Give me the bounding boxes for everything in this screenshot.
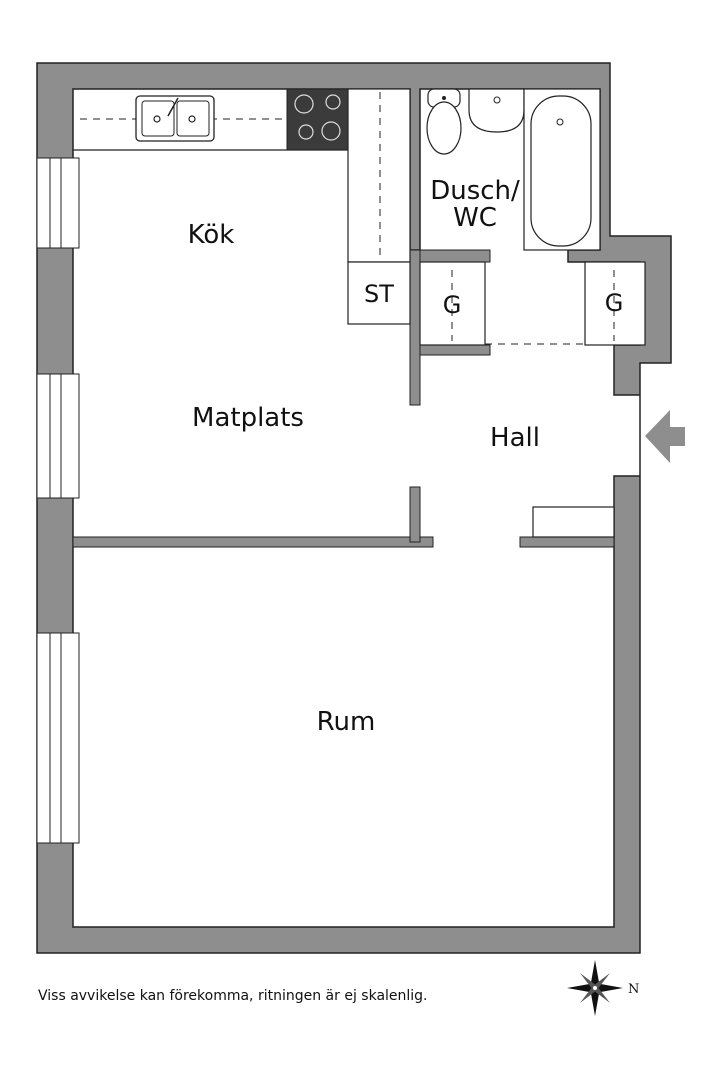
kitchen-sink-icon	[135, 95, 215, 142]
compass-rose-icon	[567, 960, 623, 1016]
bathroom-label-line2: WC	[453, 203, 497, 233]
dishwasher-label: ST	[364, 280, 394, 308]
bathtub-icon	[523, 88, 601, 251]
kitchen-hall-wall-upper	[409, 249, 421, 406]
kitchen-rum-wall-left	[72, 536, 434, 548]
kitchen-rum-wall-right	[519, 536, 615, 548]
hall-shelf	[532, 506, 615, 538]
wardrobe-left-label: G	[443, 291, 462, 319]
window-rum	[36, 632, 80, 844]
toilet-icon	[426, 88, 462, 155]
entrance-arrow-icon	[645, 410, 685, 463]
window-kitchen	[36, 157, 80, 249]
wardrobe-wall	[419, 344, 491, 356]
dining-label: Matplats	[192, 403, 304, 433]
kitchen-hall-wall-lower	[409, 486, 421, 543]
stove-hob-icon	[286, 88, 349, 151]
dishwasher-box	[347, 261, 411, 325]
bath-wall	[419, 249, 491, 263]
wardrobe-right-label: G	[605, 289, 624, 317]
disclaimer-text: Viss avvikelse kan förekomma, ritningen …	[38, 988, 428, 1004]
compass-north-label: N	[628, 982, 639, 997]
kitchen-counter	[73, 88, 411, 263]
kitchen-label: Kök	[188, 220, 235, 250]
hall-label: Hall	[490, 423, 540, 453]
washbasin-icon	[468, 88, 525, 133]
window-dining	[36, 373, 80, 499]
wardrobe-right	[584, 261, 646, 346]
rum-label: Rum	[317, 707, 376, 737]
bathroom-label-line1: Dusch/	[430, 176, 520, 206]
